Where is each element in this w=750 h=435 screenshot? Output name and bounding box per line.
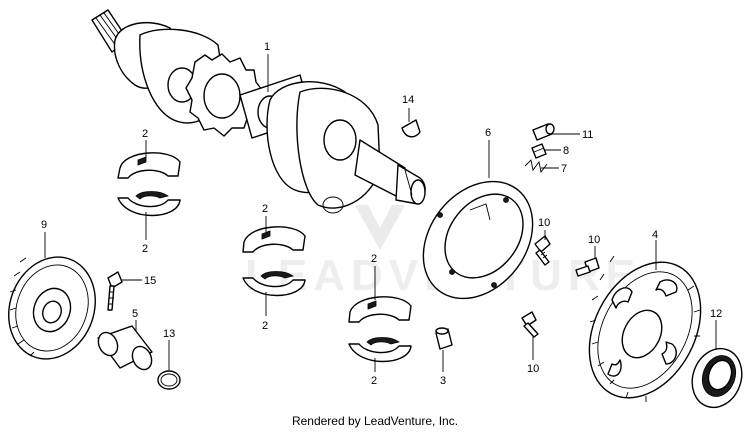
bearing-pair-left[interactable] [117,152,181,217]
callout-2: 2 [142,128,148,140]
oil-seal-12[interactable] [684,342,750,415]
callout-8: 8 [563,145,569,157]
bearing-pair-right[interactable] [348,296,412,363]
callout-11: 11 [582,129,593,141]
callout-labels: 1 2 2 2 2 2 2 3 4 5 6 7 8 9 10 10 10 11 … [41,41,722,387]
flywheel-ring[interactable] [401,160,555,320]
spring-7[interactable] [524,159,548,174]
callout-2: 2 [371,253,377,265]
callout-2: 2 [142,243,148,255]
callout-10: 10 [588,234,600,246]
woodruff-key[interactable] [401,119,421,138]
callout-4: 4 [652,229,658,241]
bolt-10-right[interactable] [575,257,600,277]
callout-1: 1 [264,41,270,53]
callout-10: 10 [538,217,550,229]
bolt-10-lower[interactable] [521,311,539,338]
callout-2: 2 [371,375,377,387]
dowel-pin-3[interactable] [435,327,453,350]
callout-10: 10 [527,363,539,375]
callout-9: 9 [41,219,47,231]
shaft-5[interactable] [95,325,155,373]
callout-2: 2 [262,203,268,215]
crankshaft[interactable] [91,9,426,214]
leader-lines [44,54,717,372]
callout-12: 12 [710,308,722,320]
callout-3: 3 [440,375,446,387]
callout-5: 5 [132,308,138,320]
pin-11[interactable] [532,123,555,141]
ring-13[interactable] [157,370,181,390]
crank-gear[interactable] [0,245,109,371]
callout-7: 7 [561,163,567,175]
callout-15: 15 [144,275,156,287]
bearing-pair-middle[interactable] [242,226,306,297]
callout-2: 2 [262,320,268,332]
gear-4[interactable] [567,243,723,417]
callout-6: 6 [485,127,491,139]
bolt-15[interactable] [107,271,123,311]
spring-8[interactable] [531,143,547,159]
callout-13: 13 [163,328,175,340]
bolt-10-upper[interactable] [534,235,551,266]
footer-credit: Rendered by LeadVenture, Inc. [291,414,459,428]
callout-14: 14 [402,94,414,106]
